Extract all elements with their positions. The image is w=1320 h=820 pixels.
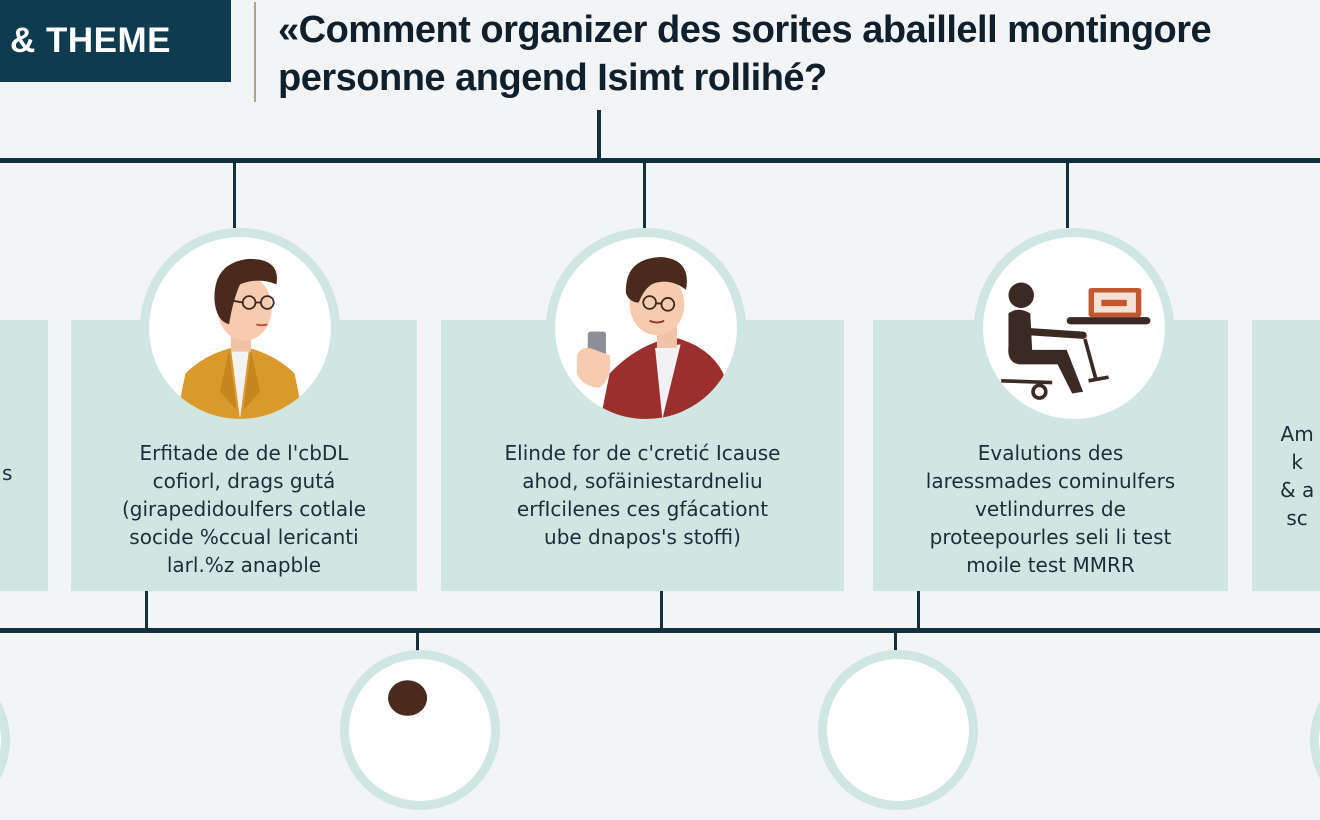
avatar-circle-2 <box>546 228 746 428</box>
avatar-circle-left-partial <box>0 660 10 820</box>
connector-trunk-top <box>597 110 601 160</box>
theme-label: & THEME <box>10 21 171 60</box>
connector-rise-2 <box>660 591 663 631</box>
avatar-circle-4-partial <box>340 650 500 810</box>
connector-rise-3 <box>917 591 920 631</box>
card-2: Elinde for de c'cretić Icause ahod, sofä… <box>441 320 844 591</box>
connector-drop-2 <box>643 160 646 228</box>
page-title: «Comment organizer des sorites abaillell… <box>278 9 1212 99</box>
theme-badge: & THEME <box>0 0 231 82</box>
connector-bus-top <box>0 158 1320 163</box>
connector-rise-1 <box>145 591 148 631</box>
connector-drop-5 <box>894 630 897 652</box>
title-divider <box>254 2 256 102</box>
connector-drop-3 <box>1066 160 1069 228</box>
card-text: Evalutions des laressmades cominulfers v… <box>925 441 1176 577</box>
card-text: Elinde for de c'cretić Icause ahod, sofä… <box>504 441 781 549</box>
connector-drop-4 <box>416 630 419 652</box>
wheelchair-user-at-laptop-icon <box>1001 282 1151 400</box>
card-text: Erfitade de de l'cbDL cofiorl, drags gut… <box>121 441 367 577</box>
man-with-glasses-icon <box>176 258 304 419</box>
avatar-circle-3 <box>974 228 1174 428</box>
card-text: Am k & a sc <box>1280 421 1315 530</box>
connector-bus-bottom <box>0 628 1320 633</box>
card-right-partial: Am k & a sc <box>1252 320 1320 591</box>
card-left-partial: s <box>0 320 48 591</box>
avatar-circle-5-partial <box>818 650 978 810</box>
person-icon <box>388 680 428 716</box>
avatar-circle-1 <box>140 228 340 428</box>
man-holding-device-icon <box>576 257 728 419</box>
connector-drop-1 <box>233 160 236 228</box>
card-text: s <box>2 460 13 485</box>
avatar-circle-right-partial <box>1310 660 1320 820</box>
